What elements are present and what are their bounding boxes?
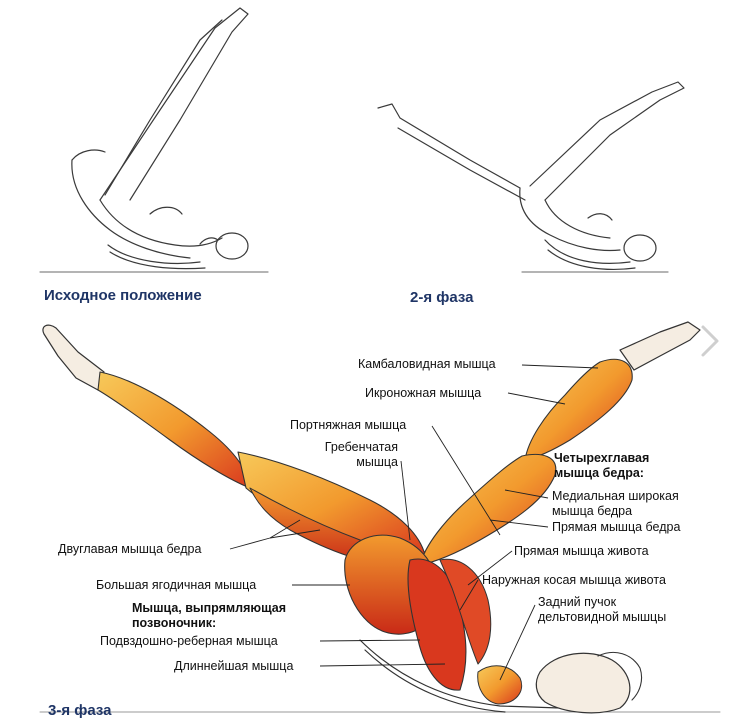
- label-biceps-femoris: Двуглавая мышца бедра: [58, 542, 202, 556]
- right-thigh-muscle: [419, 453, 557, 566]
- label-gastrocnemius: Икроножная мышца: [365, 386, 482, 400]
- label-iliocostalis: Подвздошно-реберная мышца: [100, 634, 278, 648]
- label-deltoid-line-1: Задний пучок: [538, 595, 617, 609]
- label-erector-line-1: Мышца, выпрямляющая: [132, 601, 287, 615]
- right-calf-muscle: [524, 358, 633, 461]
- left-calf-muscle: [97, 371, 251, 489]
- label-erector-line-2: позвоночник:: [132, 616, 217, 630]
- label-external-oblique: Наружная косая мышца живота: [482, 573, 666, 587]
- left-foot: [42, 324, 105, 391]
- label-sartorius: Портняжная мышца: [290, 418, 407, 432]
- head: [535, 652, 631, 714]
- arms: [359, 639, 561, 709]
- label-vastus-medialis-line-2: мышца бедра: [552, 504, 633, 518]
- label-pectineus-line-2: мышца: [356, 455, 398, 469]
- caption-phase-2: 2-я фаза: [410, 289, 474, 306]
- label-quadriceps-line-2: мышца бедра:: [554, 466, 644, 480]
- figure-phase-2: [377, 81, 685, 273]
- label-deltoid-line-2: дельтовидной мышцы: [538, 610, 667, 624]
- label-soleus: Камбаловидная мышца: [358, 357, 496, 371]
- shoulder-muscle: [477, 665, 522, 705]
- label-quadriceps-line-1: Четырехглавая: [554, 451, 650, 465]
- figure-start-position: [39, 7, 269, 273]
- label-rectus-abdominis: Прямая мышца живота: [514, 544, 649, 558]
- label-pectineus-line-1: Гребенчатая: [324, 440, 398, 454]
- label-rectus-femoris: Прямая мышца бедра: [552, 520, 681, 534]
- label-gluteus-maximus: Большая ягодичная мышца: [96, 578, 257, 592]
- caption-phase-3: 3-я фаза: [48, 702, 112, 719]
- right-foot: [619, 321, 701, 371]
- leader-lines: [229, 364, 599, 681]
- caption-start-position: Исходное положение: [44, 287, 202, 304]
- label-longissimus: Длиннейшая мышца: [174, 659, 294, 673]
- chevron-right-icon[interactable]: [699, 324, 721, 358]
- label-vastus-medialis-line-1: Медиальная широкая: [552, 489, 679, 503]
- figure-phase-3: [39, 321, 721, 714]
- abdominal-muscle: [439, 558, 492, 665]
